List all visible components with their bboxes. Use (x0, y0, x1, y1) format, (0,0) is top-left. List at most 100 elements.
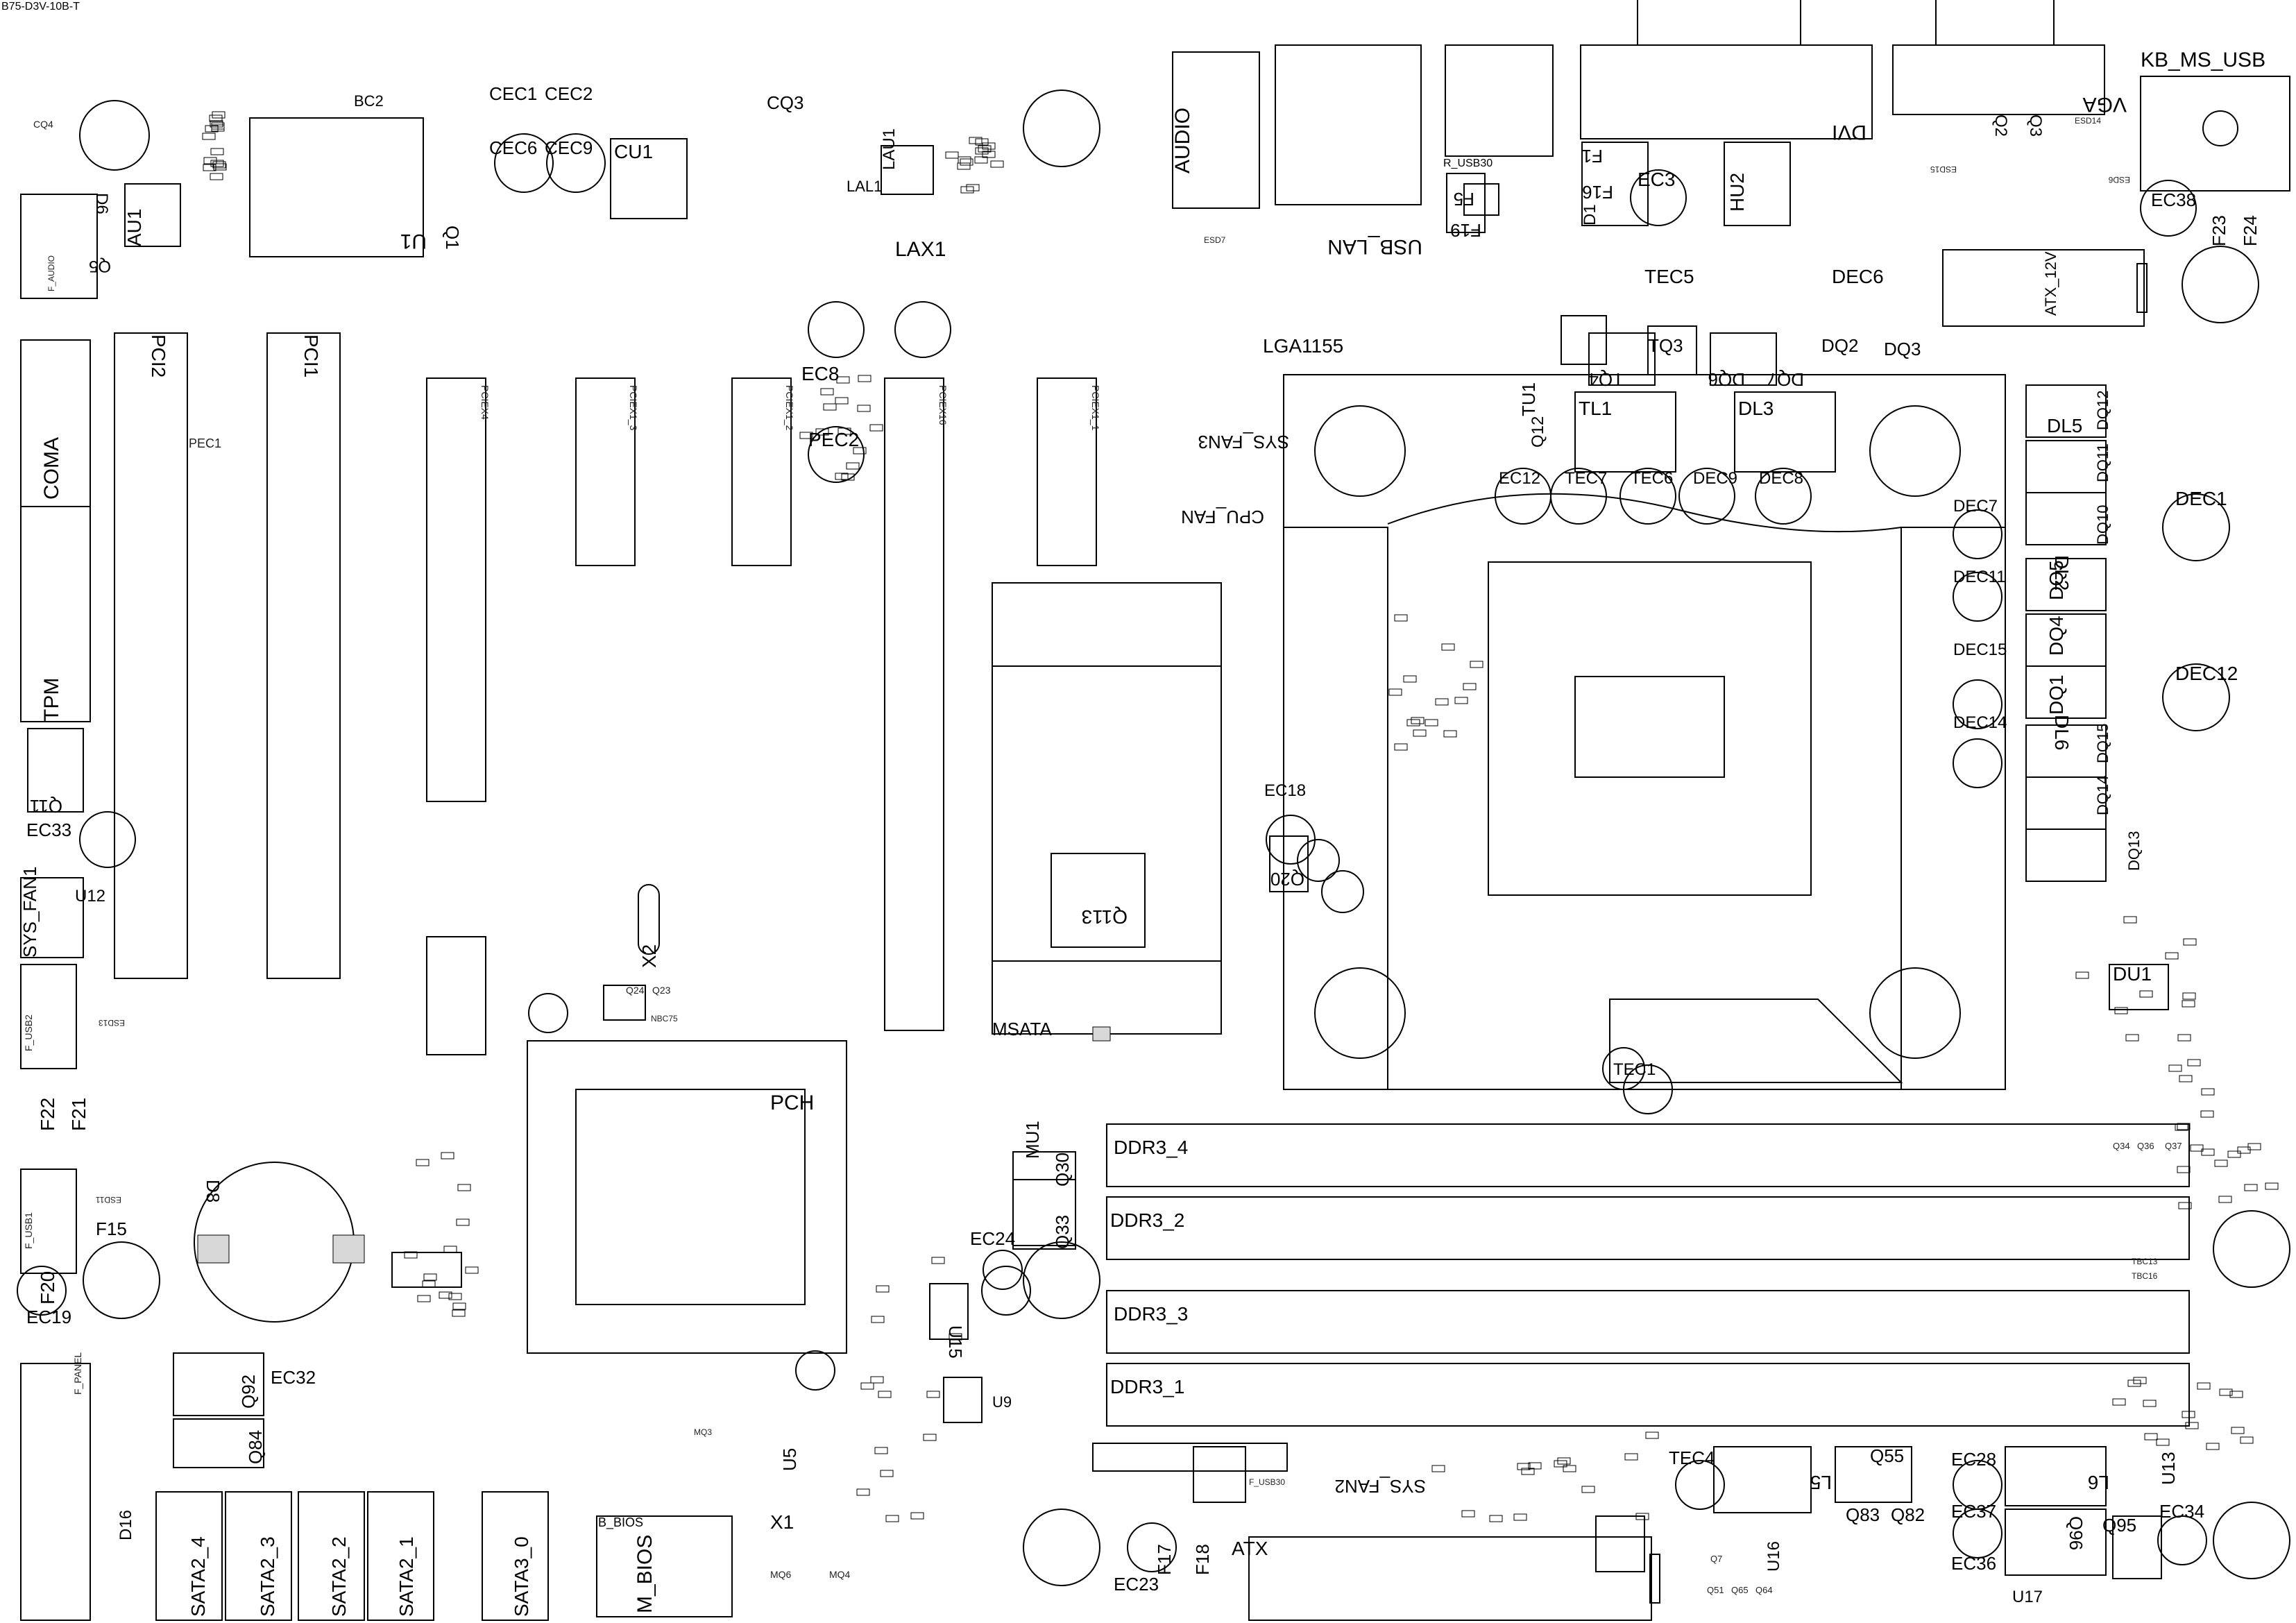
pec1-label: PEC1 (189, 436, 222, 450)
lga1155-label: LGA1155 (1263, 335, 1344, 357)
smd-pad (1489, 1515, 1503, 1522)
smd-pad (853, 447, 867, 454)
q51-label: Q51 (1707, 1585, 1724, 1595)
pciex16-slot (884, 377, 944, 1031)
smd-pad (1454, 697, 1468, 704)
esd7-label: ESD7 (1204, 235, 1226, 245)
smd-pad (416, 1159, 430, 1166)
smd-pad (1388, 688, 1402, 696)
x2-label: X2 (638, 944, 660, 968)
smd-pad (966, 184, 980, 192)
esd15-label: ESD15 (1930, 164, 1957, 174)
cq4-label: CQ4 (33, 119, 53, 130)
dq7-label: DQ7 (1767, 369, 1804, 390)
atx-label: ATX (1232, 1538, 1268, 1559)
smd-pad (2144, 1433, 2158, 1441)
q83-label: Q83 (1846, 1504, 1880, 1525)
smd-pad (2219, 1388, 2233, 1396)
smd-pad (2123, 916, 2137, 924)
mounting-hole (1023, 90, 1100, 167)
smd-pad (465, 1266, 479, 1274)
dl6-label: DL6 (2051, 715, 2073, 751)
smd-pad (870, 1376, 884, 1384)
smd-pad (846, 462, 860, 470)
f-usb2-header (20, 964, 77, 1069)
smd-pad (923, 1434, 937, 1441)
smd-pad (2190, 1144, 2204, 1152)
usb-lan-label: USB_LAN (1327, 235, 1422, 258)
smd-pad (1431, 1465, 1445, 1472)
smd-pad (926, 1391, 940, 1398)
q96-label: Q96 (2066, 1516, 2086, 1551)
cpu-fan-label: CPU_FAN (1181, 507, 1264, 527)
dec6-label: DEC6 (1832, 266, 1884, 287)
smd-pad (815, 428, 829, 436)
r-usb30-label: R_USB30 (1443, 158, 1493, 169)
lal1-label: LAL1 (847, 178, 883, 195)
pch-chip (575, 1089, 806, 1305)
pciex1-1-label: PCIEX1_1 (1090, 385, 1101, 431)
dq2-label: DQ2 (1821, 335, 1859, 356)
pci1-label: PCI1 (300, 334, 322, 378)
cu1-label: CU1 (614, 141, 654, 162)
pch-outline (527, 1040, 847, 1354)
smd-pad (2201, 1088, 2215, 1096)
smd-pad (931, 1257, 945, 1264)
ec24-label: EC24 (970, 1228, 1016, 1249)
ec36-label: EC36 (1951, 1553, 1997, 1574)
board-title: B75-D3V-10B-T (1, 1, 80, 12)
esd6-label: ESD6 (2108, 175, 2130, 185)
smd-pad (960, 186, 974, 194)
sata2-3-port (225, 1491, 292, 1621)
dq5-label: DQ5 (2046, 560, 2067, 600)
dec9-label: DEC9 (1693, 469, 1738, 488)
ec34-label: EC34 (2159, 1501, 2205, 1522)
smd-pad (2206, 1443, 2220, 1450)
sata2-1-label: SATA2_1 (396, 1536, 417, 1617)
smd-pad (1635, 1513, 1649, 1520)
d8-label: D8 (203, 1180, 223, 1203)
coma-label: COMA (40, 437, 63, 500)
smd-pad (2200, 1110, 2214, 1118)
smd-pad (835, 397, 849, 405)
lau1-label: LAU1 (880, 128, 899, 170)
f20-label: F20 (37, 1271, 58, 1305)
q30-label: Q30 (1052, 1152, 1073, 1187)
sata2-1-port (367, 1491, 434, 1621)
sys-fan1-header (20, 877, 84, 958)
f15-label: F15 (96, 1218, 127, 1239)
smd-pad (448, 1293, 462, 1300)
smd-pad (841, 473, 855, 481)
f21-label: F21 (68, 1097, 90, 1131)
sata3-0-label: SATA3_0 (511, 1536, 532, 1617)
smd-pad (858, 375, 871, 382)
smd-pad (2177, 1166, 2191, 1173)
f-panel-label: F_PANEL (72, 1352, 83, 1395)
smd-pad (860, 1382, 874, 1390)
smd-pad (885, 1515, 899, 1522)
q7-label: Q7 (1710, 1554, 1723, 1564)
smd-pad (949, 1333, 962, 1341)
smd-pad (2114, 1007, 2128, 1014)
pciex16-label: PCIEX16 (937, 385, 949, 425)
pciex4-slot (426, 377, 486, 802)
smd-pad (2156, 1438, 2170, 1446)
ec33-label: EC33 (26, 819, 72, 840)
smd-pad (1528, 1462, 1542, 1470)
au1-label: AU1 (124, 208, 145, 246)
f17-label: F17 (1154, 1544, 1175, 1575)
pciex4-extension (426, 936, 486, 1055)
smd-pad (2201, 1148, 2215, 1156)
smd-pad (1563, 1465, 1576, 1472)
dq12-label: DQ12 (2094, 390, 2111, 430)
smd-pad (1435, 698, 1449, 706)
smd-pad (1463, 683, 1477, 690)
smd-pad (456, 1218, 470, 1226)
f-usb2-label: F_USB2 (23, 1014, 34, 1051)
f18-label: F18 (1192, 1544, 1213, 1575)
smd-pad (212, 161, 226, 169)
smd-pad (878, 1391, 892, 1398)
q84-label: Q84 (245, 1429, 266, 1464)
dec8-label: DEC8 (1759, 469, 1804, 488)
audio-label: AUDIO (1171, 107, 1194, 173)
